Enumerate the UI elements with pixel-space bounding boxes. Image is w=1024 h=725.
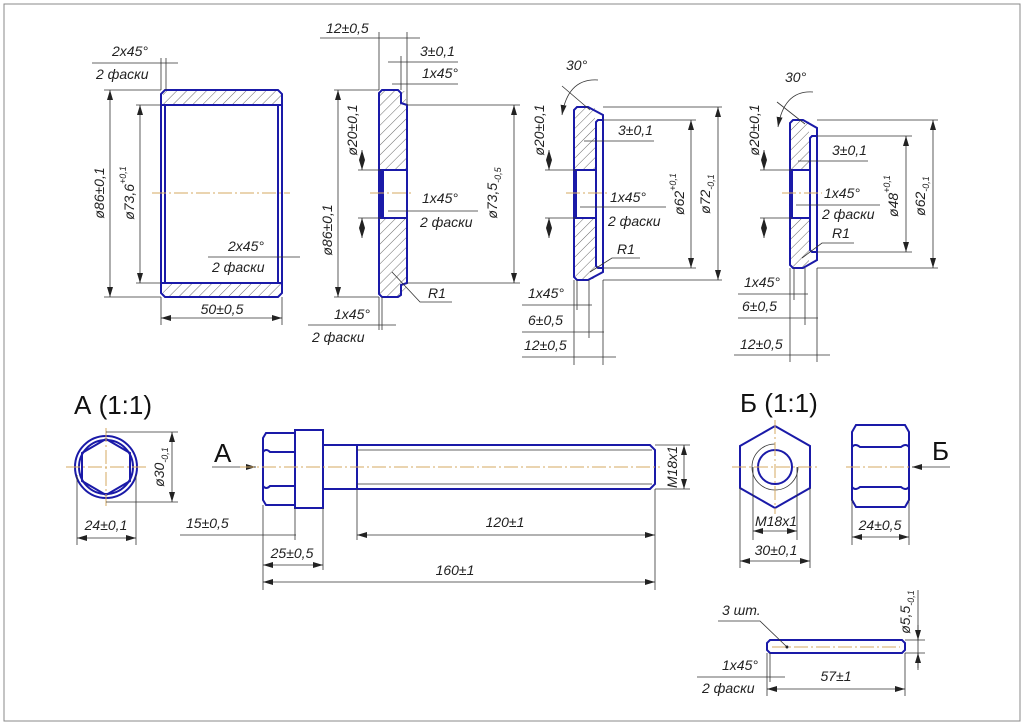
bolt-total-length: 160±1: [436, 562, 475, 578]
washer-30deg-small: 30° ø20±0,1 ø48+0,1 ø62-0,1 3±0,1 1x45° …: [734, 69, 938, 362]
washer2-step: 3±0,1: [832, 142, 867, 158]
washer2-chamfer: 1x45°: [744, 274, 780, 290]
disc-hole-diameter: ø20±0,1: [344, 104, 360, 155]
pin-quantity: 3 шт.: [722, 602, 761, 618]
nut-thread: M18x1: [755, 513, 797, 529]
washer1-outer-diameter: ø72-0,1: [697, 174, 716, 214]
bolt-head-length: 15±0,5: [186, 515, 229, 531]
washer1-hole-chamfer-note: 2 фаски: [607, 213, 661, 229]
sheet-frame: [3, 3, 1021, 722]
nut: Б (1:1) M18x1 30±0,1 Б 24±0,5: [732, 388, 950, 568]
sleeve-length: 50±0,5: [201, 301, 244, 317]
bolt-collar-length: 25±0,5: [270, 545, 314, 561]
nut-view-arrow-label: Б: [932, 436, 949, 466]
washer1-chamfer: 1x45°: [528, 285, 564, 301]
bolt-side-view: А M18x1 15±0,5 120±1 25±0,5 160±1: [180, 429, 690, 590]
nut-across-flats: 30±0,1: [755, 542, 798, 558]
sleeve-chamfer-bottom-note: 2 фаски: [211, 259, 265, 275]
washer2-dim-6: 6±0,5: [742, 298, 777, 314]
washer1-inner-diameter: ø62+0,1: [668, 173, 687, 215]
disc-outer-diameter: ø86±0,1: [319, 204, 335, 255]
washer2-inner-diameter: ø48+0,1: [882, 175, 901, 217]
sleeve-chamfer-bottom: 2x45°: [227, 238, 264, 254]
washer1-step: 3±0,1: [618, 122, 653, 138]
washer1-radius: R1: [617, 241, 635, 257]
pin-diameter: ø5,5-0,1: [897, 590, 916, 634]
bolt-thread-length: 120±1: [486, 514, 525, 530]
disc-chamfer-bottom-note: 2 фаски: [311, 329, 365, 345]
washer2-hole-chamfer: 1x45°: [824, 185, 860, 201]
washer2-hole-diameter: ø20±0,1: [746, 104, 762, 155]
sleeve-chamfer-top-note: 2 фаски: [95, 66, 149, 82]
washer1-dim-6: 6±0,5: [528, 312, 563, 328]
bolt-view-label: А (1:1): [74, 390, 152, 420]
bolt-thread: M18x1: [664, 446, 680, 488]
pin: 3 шт. ø5,5-0,1 1x45° 2 фаски 57±1: [697, 590, 925, 696]
washer1-hole-chamfer: 1x45°: [610, 189, 646, 205]
pin-chamfer-note: 2 фаски: [701, 680, 755, 696]
washer1-dim-12: 12±0,5: [524, 337, 567, 353]
washer2-radius: R1: [832, 225, 850, 241]
nut-height: 24±0,5: [858, 517, 902, 533]
sleeve-outer-diameter: ø86±0,1: [91, 167, 107, 218]
sleeve-inner-diameter: ø73,6+0,1: [118, 166, 137, 220]
disc-step-depth: 3±0,1: [420, 43, 455, 59]
bolt-view-arrow-label: А: [214, 438, 232, 468]
bolt-hex-size: 24±0,1: [84, 517, 128, 533]
sleeve-chamfer-top: 2x45°: [111, 43, 148, 59]
nut-view-label: Б (1:1): [740, 388, 818, 418]
washer2-dim-12: 12±0,5: [740, 336, 783, 352]
sleeve-part: ø86±0,1 ø73,6+0,1 50±0,5 2x45° 2 фаски 2…: [91, 43, 300, 325]
disc-part: ø86±0,1 ø20±0,1 ø73,5-0,5 12±0,5 3±0,1 1…: [308, 20, 520, 345]
washer2-angle: 30°: [785, 69, 807, 85]
washer2-hole-chamfer-note: 2 фаски: [821, 206, 875, 222]
bolt-end-view-a: А (1:1) ø30-0,1 24±0,1: [66, 390, 178, 545]
bolt-collar-diameter: ø30-0,1: [151, 447, 170, 487]
disc-hole-chamfer-note: 2 фаски: [419, 214, 473, 230]
disc-chamfer-bottom: 1x45°: [334, 306, 370, 322]
washer1-angle: 30°: [566, 57, 588, 73]
pin-length: 57±1: [820, 668, 851, 684]
disc-chamfer-top: 1x45°: [422, 65, 458, 81]
pin-chamfer: 1x45°: [722, 657, 758, 673]
disc-hole-chamfer: 1x45°: [422, 190, 458, 206]
disc-step-diameter: ø73,5-0,5: [484, 166, 503, 218]
washer-30deg-large: 30° ø20±0,1 ø62+0,1 ø72-0,1 3±0,1 1x45° …: [522, 57, 722, 365]
disc-width: 12±0,5: [326, 20, 369, 36]
washer1-hole-diameter: ø20±0,1: [531, 104, 547, 155]
disc-radius: R1: [428, 285, 446, 301]
washer2-outer-diameter: ø62-0,1: [912, 176, 931, 216]
